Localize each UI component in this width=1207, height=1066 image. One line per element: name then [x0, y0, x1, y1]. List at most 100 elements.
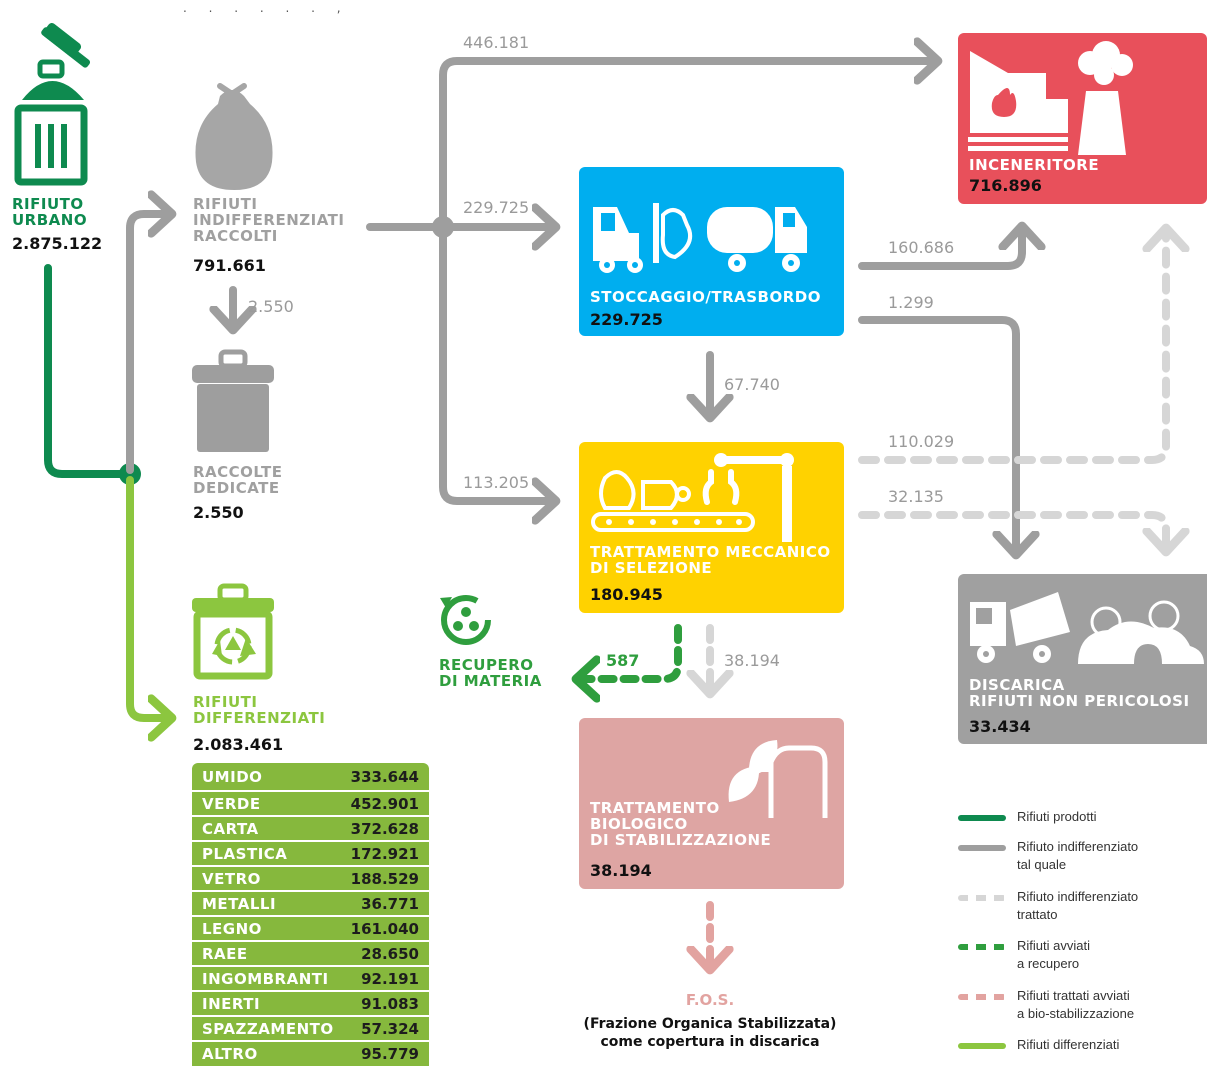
- recovery-cycle-icon: [440, 595, 491, 645]
- flow-to-indifferenziati: [126, 214, 172, 474]
- differenziati-value: 2.083.461: [193, 735, 284, 754]
- flow-value-stocc-to-incen: 160.686: [888, 238, 955, 257]
- flow-urbano-line: [44, 264, 134, 478]
- table-row-label: CARTA: [202, 820, 259, 838]
- inceneritore-value: 716.896: [969, 176, 1042, 195]
- flow-value-tmb-to-discarica: 32.135: [888, 487, 944, 506]
- table-row: INGOMBRANTI 92.191: [192, 965, 429, 989]
- fos-caption: (Frazione Organica Stabilizzata)come cop…: [583, 1016, 837, 1051]
- dedicated-bin-icon: [192, 349, 274, 452]
- landfill-truck-icon: [970, 592, 1204, 664]
- table-row-value: 172.921: [350, 845, 419, 863]
- flow-stocc-to-incen: [858, 226, 1022, 270]
- flow-tmb-to-discarica: [858, 511, 1166, 552]
- header-snippet: . . . . . . ,: [183, 1, 350, 15]
- flow-value-to-inceneritore: 446.181: [463, 33, 530, 52]
- table-row-label: VERDE: [202, 795, 261, 813]
- table-row-value: 92.191: [361, 970, 419, 988]
- table-row-label: INERTI: [202, 995, 261, 1013]
- table-row-label: RAEE: [202, 945, 248, 963]
- recycle-bin-icon: [192, 583, 274, 680]
- flow-value-stocc-to-tmb: 67.740: [724, 375, 780, 394]
- flow-to-inceneritore: [439, 61, 938, 226]
- table-row-label: METALLI: [202, 895, 277, 913]
- legend-label: Rifiuti prodotti: [1017, 809, 1097, 824]
- table-row: PLASTICA 172.921: [192, 840, 429, 864]
- flow-value-tmb-to-recupero: 587: [606, 651, 640, 670]
- table-row-value: 161.040: [350, 920, 419, 938]
- flow-to-tmb: [439, 228, 556, 501]
- legend-label: Rifiuti differenziati: [1017, 1037, 1120, 1052]
- table-row-label: LEGNO: [202, 920, 262, 938]
- flow-value-tmb-to-bio: 38.194: [724, 651, 780, 670]
- table-row-value: 91.083: [361, 995, 419, 1013]
- table-row-value: 57.324: [361, 1020, 419, 1038]
- table-row: UMIDO 333.644: [192, 765, 429, 787]
- incinerator-icon: [968, 41, 1133, 155]
- flow-to-differenziati: [126, 476, 172, 718]
- table-row-value: 36.771: [361, 895, 419, 913]
- table-row-label: UMIDO: [202, 768, 263, 786]
- table-row-value: 372.628: [350, 820, 419, 838]
- table-row: ALTRO 95.779: [192, 1040, 429, 1064]
- flow-junction-indiff: [432, 216, 454, 238]
- inceneritore-title: INCENERITORE: [969, 156, 1100, 174]
- flow-value-stocc-to-discarica: 1.299: [888, 293, 934, 312]
- legend-swatch: [958, 845, 1006, 851]
- inceneritore-box: INCENERITORE 716.896: [958, 33, 1207, 204]
- garbage-bag-icon: [195, 83, 273, 190]
- legend-swatch: [958, 895, 1006, 901]
- table-row-value: 452.901: [350, 795, 419, 813]
- urbano-value: 2.875.122: [12, 234, 103, 253]
- truck-forklift-icon: [593, 203, 807, 273]
- stoccaggio-title: STOCCAGGIO/TRASBORDO: [590, 288, 821, 306]
- table-row-label: SPAZZAMENTO: [202, 1020, 334, 1038]
- flow-value-to-stoccaggio: 229.725: [463, 198, 530, 217]
- table-row: METALLI 36.771: [192, 890, 429, 914]
- table-row-value: 188.529: [350, 870, 419, 888]
- flow-stocc-to-discarica: [858, 316, 1016, 555]
- table-row-label: ALTRO: [202, 1045, 258, 1063]
- table-row: VETRO 188.529: [192, 865, 429, 889]
- flow-value-to-dedicate: 2.550: [248, 297, 294, 316]
- table-row-value: 95.779: [361, 1045, 419, 1063]
- flow-value-tmb-to-incen: 110.029: [888, 432, 955, 451]
- table-row-value: 333.644: [350, 768, 419, 786]
- legend-swatch: [958, 815, 1006, 821]
- legend-swatch: [958, 1043, 1006, 1049]
- dedicate-value: 2.550: [193, 503, 244, 522]
- legend-swatch: [958, 994, 1006, 1000]
- fos-title: F.O.S.: [685, 991, 735, 1009]
- flow-value-to-tmb: 113.205: [463, 473, 530, 492]
- flow-tmb-to-incen: [858, 228, 1166, 464]
- flow-tmb-to-recupero: [576, 624, 682, 679]
- table-row-label: VETRO: [202, 870, 261, 888]
- bio-tank-icon: [728, 740, 828, 818]
- table-row: INERTI 91.083: [192, 990, 429, 1014]
- table-row-label: INGOMBRANTI: [202, 970, 329, 988]
- biologico-value: 38.194: [590, 861, 652, 880]
- conveyor-robot-icon: [591, 453, 794, 542]
- discarica-value: 33.434: [969, 717, 1031, 736]
- stoccaggio-box: STOCCAGGIO/TRASBORDO 229.725: [579, 167, 844, 336]
- table-row-label: PLASTICA: [202, 845, 288, 863]
- table-row: CARTA 372.628: [192, 815, 429, 839]
- stoccaggio-value: 229.725: [590, 310, 663, 329]
- table-row: SPAZZAMENTO 57.324: [192, 1015, 429, 1039]
